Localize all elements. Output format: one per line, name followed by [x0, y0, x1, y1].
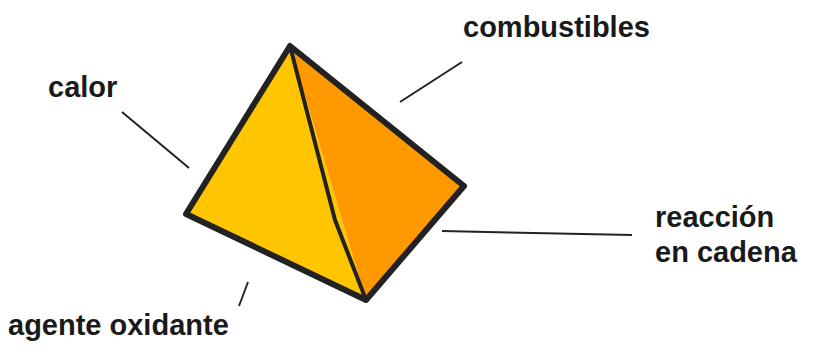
leader-line: [400, 62, 462, 102]
leader-line: [122, 112, 189, 168]
front-ridge: [290, 46, 366, 300]
tetrahedron-outline: [186, 46, 464, 300]
part-label: combustibles: [463, 10, 650, 45]
orange-face: [290, 46, 464, 300]
part-label: reacción en cadena: [655, 200, 815, 270]
leader-line: [442, 231, 632, 235]
part-label: agente oxidante: [8, 308, 229, 343]
leader-line: [239, 282, 248, 306]
part-label: calor: [48, 70, 117, 105]
